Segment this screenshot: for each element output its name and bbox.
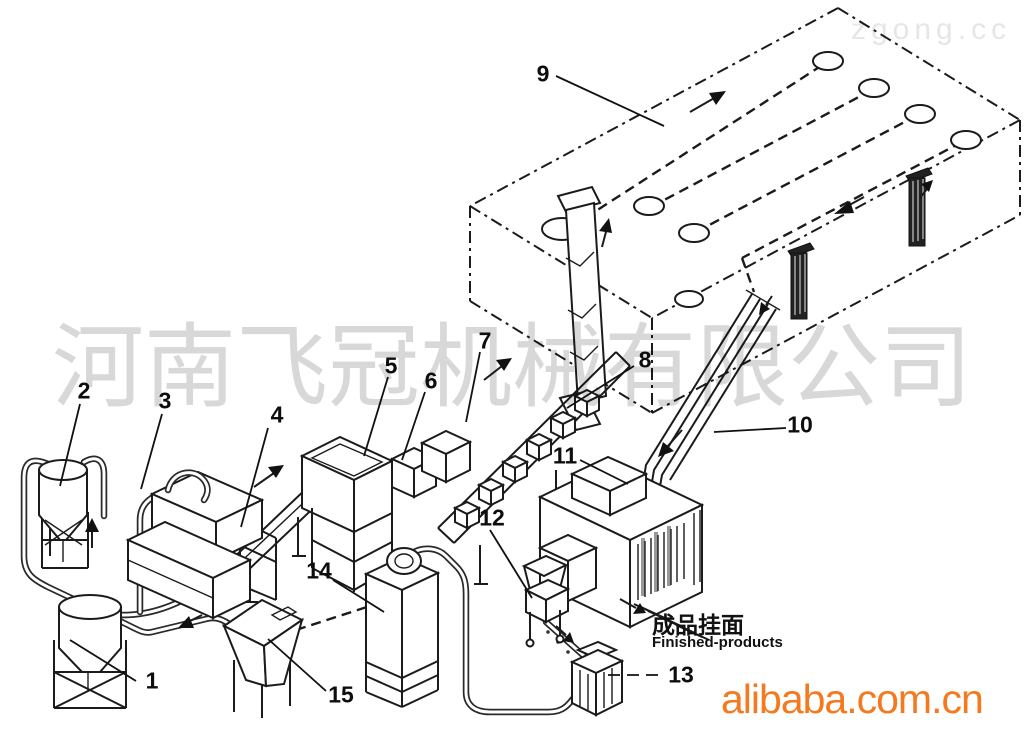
leader-lines [59,75,787,692]
site-watermark-top: zgong.cc [851,13,1012,46]
drying-room [469,7,1021,414]
roller-press-conveyor [437,351,631,585]
flow-arrows [85,91,933,643]
machine-13 [569,640,625,717]
finished-products-label-en: Finished-products [652,634,783,651]
part-label-9: 9 [536,60,550,87]
feeder-machine-12 [521,533,599,648]
part-label-2: 2 [77,377,91,404]
part-label-11: 11 [552,442,578,469]
part-label-14: 14 [306,557,332,584]
noodle-slots [637,523,685,600]
part-label-4: 4 [270,401,284,428]
part-label-8: 8 [638,346,652,373]
dust-collector [363,547,441,708]
part-label-10: 10 [787,411,813,438]
part-label-1: 1 [145,667,159,694]
aging-machine-and-presses [239,429,473,601]
dough-mixer [125,469,265,620]
descending-conveyor [641,289,781,499]
part-label-12: 12 [479,504,505,531]
part-label-13: 13 [668,661,694,688]
part-label-7: 7 [478,327,492,354]
part-label-5: 5 [384,352,398,379]
part-label-6: 6 [424,367,438,394]
finished-products-label-cn: 成品挂面 [652,612,744,638]
finished-noodles [633,603,710,641]
part-label-15: 15 [328,681,354,708]
cutting-machine [537,455,710,641]
water-tank-2 [38,459,89,569]
supply-tank-1 [53,594,127,709]
elevator [556,185,608,432]
alibaba-watermark: alibaba.com.cn [721,676,984,722]
part-label-3: 3 [158,387,172,414]
hanging-racks [787,167,933,320]
